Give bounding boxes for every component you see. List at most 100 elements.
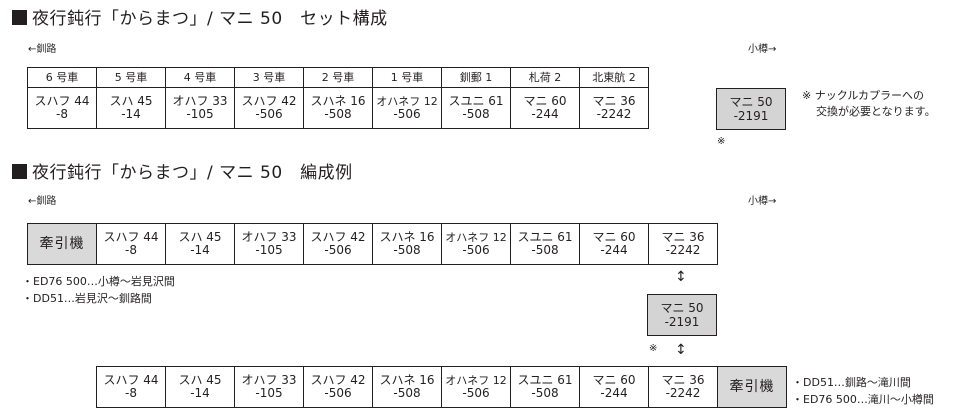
coupler-note-line2: 交換が必要となります。 [816, 105, 936, 118]
car-model: スハフ 42 [310, 373, 366, 387]
car-cell: スハフ 44-8 [96, 366, 166, 408]
car-model: スハネ 16 [310, 94, 366, 108]
direction-left: ←釧路 [28, 196, 57, 207]
coupler-note-line1: ※ ナックルカプラーへの [802, 89, 925, 102]
locomotive-cell: 牽引機 [717, 366, 787, 408]
car-number: -105 [186, 107, 214, 121]
car-model: スハ 45 [178, 373, 222, 387]
lower-loco-note-2: ・ED76 500…滝川～小樽間 [792, 393, 934, 406]
car-number: -2191 [664, 315, 700, 329]
car-header: 2 号車 [303, 67, 373, 88]
section1-title: 夜行鈍行「からまつ」/ マニ 50 セット構成 [12, 8, 388, 30]
car-model: スユニ 61 [517, 373, 573, 387]
car-cell: マニ 36-2242 [648, 223, 718, 265]
direction-left: ←釧路 [28, 44, 57, 55]
direction-right: 小樽→ [748, 44, 777, 55]
car-cell: マニ 36-2242 [648, 366, 718, 408]
car-cell: スハフ 44-8 [27, 87, 97, 129]
car-cell: スハフ 44-8 [96, 223, 166, 265]
car-number: -508 [393, 243, 421, 257]
car-model: スハネ 16 [379, 230, 435, 244]
car-number: -8 [125, 243, 137, 257]
car-cell: スユニ 61-508 [510, 366, 580, 408]
car-number: -508 [324, 107, 352, 121]
formation-upper: 牽引機 スハフ 44-8 スハ 45-14 オハフ 33-105 スハフ 42-… [27, 223, 718, 265]
car-number: -508 [531, 386, 559, 400]
swap-arrow-icon: ↕ [675, 342, 687, 358]
car-number: -14 [190, 386, 210, 400]
swap-arrow-icon: ↕ [675, 269, 687, 285]
car-number: -2242 [596, 107, 632, 121]
car-cell: マニ 60-244 [579, 366, 649, 408]
car-model: スユニ 61 [517, 230, 573, 244]
locomotive-cell: 牽引機 [27, 223, 97, 265]
car-number: -506 [462, 243, 490, 257]
car-cell: スハネ 16-508 [372, 366, 442, 408]
car-header: 釧郵 1 [441, 67, 511, 88]
car-model: スユニ 61 [448, 94, 504, 108]
section1-title-text: 夜行鈍行「からまつ」/ マニ 50 セット構成 [32, 9, 388, 29]
car-header: 5 号車 [96, 67, 166, 88]
car-number: -508 [531, 243, 559, 257]
car-number: -105 [255, 386, 283, 400]
car-model: スハフ 42 [241, 94, 297, 108]
car-number: -508 [462, 107, 490, 121]
section2-title-text: 夜行鈍行「からまつ」/ マニ 50 編成例 [32, 163, 353, 183]
car-model: スハフ 42 [310, 230, 366, 244]
car-cell: スユニ 61-508 [441, 87, 511, 129]
car-number: -14 [190, 243, 210, 257]
square-bullet-icon [12, 164, 27, 179]
car-cell: スハ 45-14 [165, 223, 235, 265]
car-number-row: 6 号車 5 号車 4 号車 3 号車 2 号車 1 号車 釧郵 1 札荷 2 … [27, 67, 649, 88]
car-model: オハフ 33 [172, 94, 228, 108]
car-number: -508 [393, 386, 421, 400]
car-number: -14 [121, 107, 141, 121]
car-model: スハネ 16 [379, 373, 435, 387]
car-cell: マニ 60-244 [510, 87, 580, 129]
car-cell: スユニ 61-508 [510, 223, 580, 265]
car-number: -8 [125, 386, 137, 400]
car-number: -2242 [665, 386, 701, 400]
car-model: マニ 60 [592, 373, 636, 387]
upper-loco-note-1: ・ED76 500…小樽～岩見沢間 [22, 275, 175, 288]
car-model: マニ 60 [523, 94, 567, 108]
car-number: -2191 [733, 109, 769, 123]
car-model: オハネフ 12 [445, 374, 507, 387]
car-number: -244 [600, 386, 628, 400]
car-cell: マニ 60-244 [579, 223, 649, 265]
car-model: マニ 36 [592, 94, 636, 108]
car-number: -105 [255, 243, 283, 257]
section2-title: 夜行鈍行「からまつ」/ マニ 50 編成例 [12, 162, 353, 184]
car-cell: オハフ 33-105 [234, 366, 304, 408]
car-model: オハフ 33 [241, 230, 297, 244]
car-number: -2242 [665, 243, 701, 257]
car-cell: スハフ 42-506 [303, 223, 373, 265]
upper-loco-note-2: ・DD51…岩見沢～釧路間 [22, 292, 152, 305]
note-mark: ※ [717, 136, 726, 147]
car-cell: スハ 45-14 [96, 87, 166, 129]
car-model: スハフ 44 [34, 94, 90, 108]
car-number: -506 [324, 386, 352, 400]
car-cell: マニ 36-2242 [579, 87, 649, 129]
car-cell: オハネフ 12-506 [441, 223, 511, 265]
car-model: マニ 50 [660, 301, 704, 315]
car-number: -244 [531, 107, 559, 121]
car-cell: スハフ 42-506 [303, 366, 373, 408]
car-model: マニ 50 [729, 95, 773, 109]
formation-lower: スハフ 44-8 スハ 45-14 オハフ 33-105 スハフ 42-506 … [96, 366, 787, 408]
car-model: オハネフ 12 [445, 231, 507, 244]
car-model: マニ 36 [661, 230, 705, 244]
car-cell: スハ 45-14 [165, 366, 235, 408]
car-model-row: スハフ 44-8 スハ 45-14 オハフ 33-105 スハフ 42-506 … [27, 87, 649, 129]
car-header: 1 号車 [372, 67, 442, 88]
car-number: -244 [600, 243, 628, 257]
car-cell: スハフ 42-506 [234, 87, 304, 129]
car-number: -506 [462, 386, 490, 400]
car-model: オハネフ 12 [376, 95, 438, 108]
car-header: 6 号車 [27, 67, 97, 88]
car-header: 札荷 2 [510, 67, 580, 88]
car-cell: スハネ 16-508 [303, 87, 373, 129]
car-number: -8 [56, 107, 68, 121]
mani50-swap-car: マニ 50 -2191 [647, 294, 717, 336]
square-bullet-icon [12, 10, 27, 25]
